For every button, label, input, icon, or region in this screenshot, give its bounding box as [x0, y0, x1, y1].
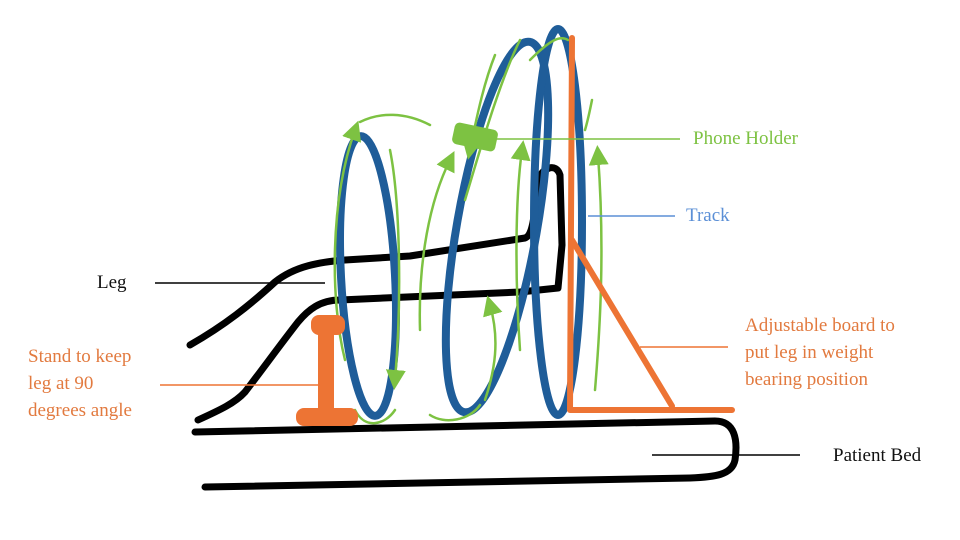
- adjustable-board: [567, 35, 735, 413]
- label-board-line-2: put leg in weight: [745, 342, 874, 363]
- leg-outline: [186, 164, 566, 424]
- label-stand-line-3: degrees angle: [28, 400, 132, 421]
- label-board-line-1: Adjustable board to: [745, 315, 895, 336]
- track-ellipse-right: [530, 25, 586, 419]
- stand: [296, 315, 358, 426]
- leader-lines: [155, 138, 800, 456]
- track-ellipses: [336, 25, 586, 420]
- track-ellipse-left: [336, 132, 400, 420]
- label-phone-holder: Phone Holder: [693, 128, 799, 149]
- label-adjustable-board: Adjustable board to put leg in weight be…: [745, 312, 895, 393]
- label-leg: Leg: [97, 272, 127, 293]
- track-ellipse-middle: [441, 37, 553, 417]
- label-patient-bed: Patient Bed: [833, 445, 922, 466]
- label-track: Track: [686, 205, 730, 226]
- label-stand-line-1: Stand to keep: [28, 346, 132, 367]
- phone-holder-icon: [452, 122, 498, 152]
- patient-bed-outline: [191, 417, 740, 491]
- label-board-line-3: bearing position: [745, 369, 868, 390]
- label-stand: Stand to keep leg at 90 degrees angle: [28, 343, 132, 424]
- label-stand-line-2: leg at 90: [28, 373, 94, 394]
